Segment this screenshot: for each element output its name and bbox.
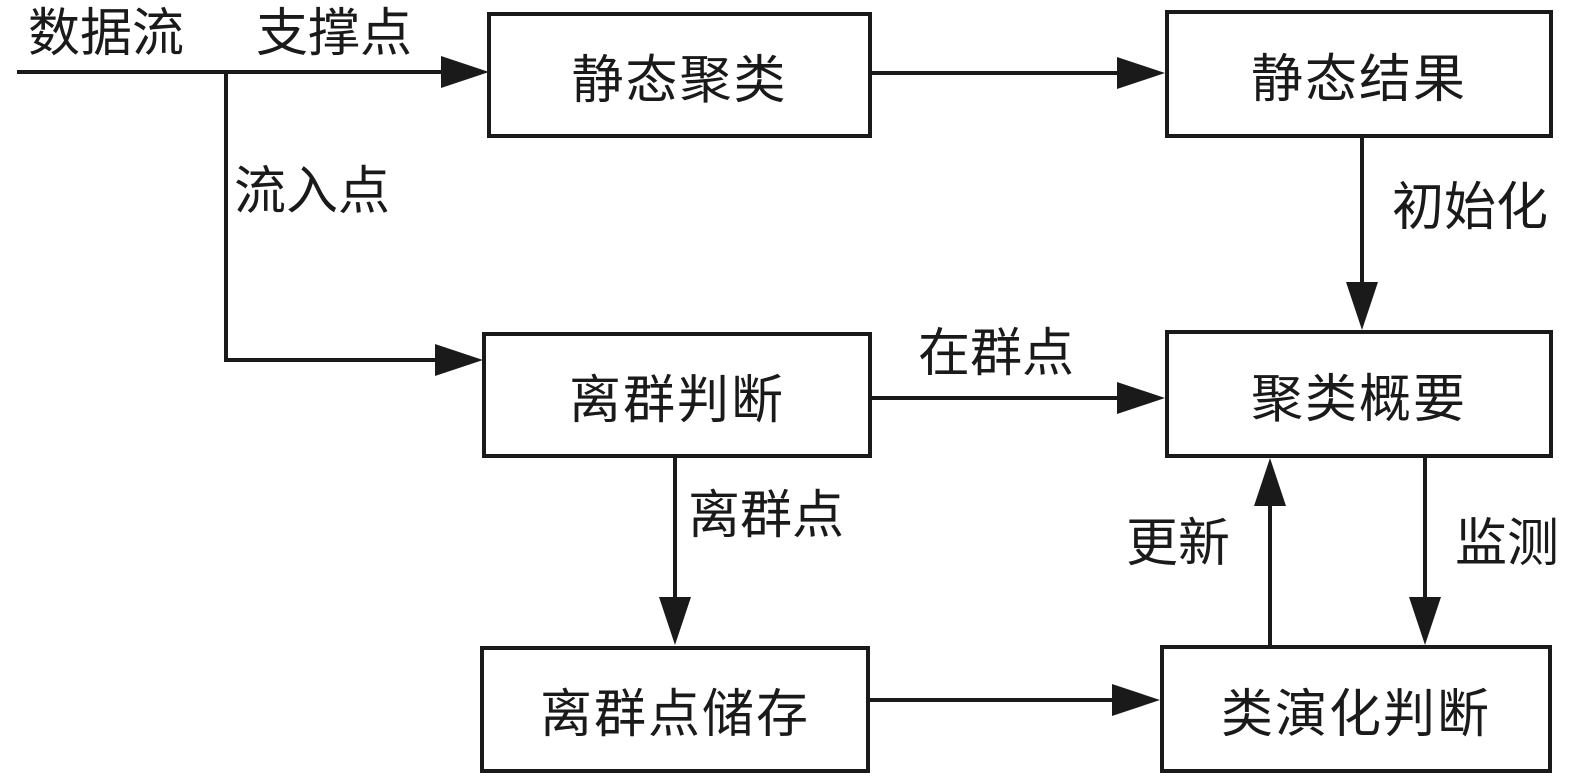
node-evolution-judgment-label: 类演化判断 bbox=[1220, 684, 1491, 745]
node-evolution-judgment: 类演化判断 bbox=[1160, 645, 1552, 773]
arrowhead-to-cluster-summary-icon bbox=[1117, 382, 1165, 414]
node-outlier-storage-label: 离群点储存 bbox=[539, 685, 810, 745]
arrowhead-to-evolution-judgment-icon bbox=[1112, 684, 1160, 716]
node-outlier-judgment-label: 离群判断 bbox=[568, 370, 785, 431]
arrowhead-to-outlier-storage-icon bbox=[659, 597, 691, 645]
support-points-label: 支撑点 bbox=[256, 4, 413, 64]
node-static-result: 静态结果 bbox=[1165, 10, 1553, 138]
node-outlier-storage: 离群点储存 bbox=[480, 646, 870, 773]
data-stream-line bbox=[17, 70, 442, 74]
inflow-points-label: 流入点 bbox=[234, 162, 391, 222]
outlier-points-label: 离群点 bbox=[688, 486, 845, 546]
node-static-clustering-label: 静态聚类 bbox=[571, 50, 788, 111]
arrowhead-update-icon bbox=[1254, 458, 1286, 506]
outlier-points-line bbox=[673, 458, 677, 599]
static-clustering-to-result-line bbox=[872, 71, 1118, 75]
arrowhead-to-outlier-judgment-icon bbox=[435, 344, 483, 376]
node-static-clustering: 静态聚类 bbox=[487, 12, 872, 138]
node-cluster-summary-label: 聚类概要 bbox=[1250, 369, 1467, 430]
node-cluster-summary: 聚类概要 bbox=[1165, 330, 1553, 458]
initialize-line bbox=[1360, 138, 1364, 284]
arrowhead-initialize-icon bbox=[1346, 282, 1378, 330]
node-outlier-judgment: 离群判断 bbox=[482, 332, 872, 458]
monitor-label: 监测 bbox=[1455, 514, 1560, 574]
arrowhead-to-static-clustering-icon bbox=[441, 56, 489, 88]
inlier-points-line bbox=[872, 396, 1118, 400]
initialize-label: 初始化 bbox=[1392, 178, 1549, 238]
update-line bbox=[1268, 504, 1272, 645]
inlier-points-label: 在群点 bbox=[918, 324, 1075, 384]
arrowhead-to-static-result-icon bbox=[1117, 57, 1165, 89]
data-stream-label: 数据流 bbox=[28, 4, 185, 64]
inflow-branch-vertical-line bbox=[224, 70, 228, 362]
arrowhead-monitor-icon bbox=[1409, 597, 1441, 645]
storage-to-evolution-line bbox=[870, 698, 1114, 702]
node-static-result-label: 静态结果 bbox=[1250, 49, 1467, 110]
inflow-branch-horizontal-line bbox=[224, 358, 436, 362]
monitor-line bbox=[1423, 458, 1427, 599]
update-label: 更新 bbox=[1126, 514, 1231, 574]
